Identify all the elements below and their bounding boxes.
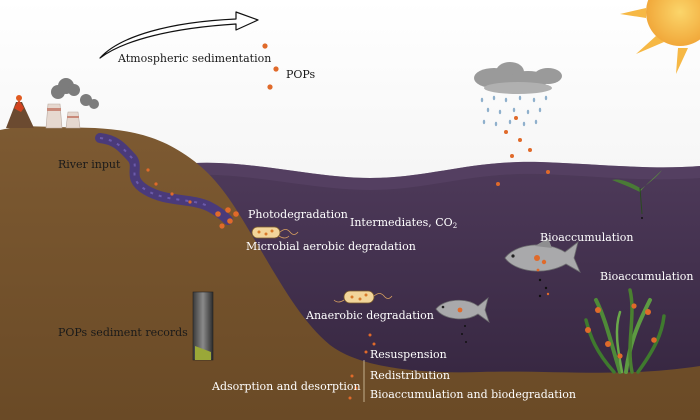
label-adsorption-desorption: Adsorption and desorption	[212, 380, 361, 393]
water-surface	[150, 161, 700, 190]
pop-particles	[146, 43, 550, 400]
seaweed-icon	[584, 288, 666, 374]
arrow-icon	[99, 11, 259, 59]
sun-icon	[620, 0, 700, 74]
label-intermediates-subscript: 2	[452, 222, 458, 230]
label-microbial-aerobic-degradation: Microbial aerobic degradation	[246, 240, 416, 253]
label-bioaccumulation-fish: Bioaccumulation	[540, 231, 634, 244]
cloud-icon	[474, 62, 562, 94]
river-flow	[99, 137, 209, 207]
label-intermediates-text: Intermediates, CO	[350, 216, 453, 229]
label-river-input: River input	[58, 158, 121, 171]
label-redistribution: Redistribution	[370, 369, 450, 382]
label-pops: POPs	[286, 68, 316, 81]
label-anaerobic-degradation: Anaerobic degradation	[306, 309, 434, 322]
label-resuspension: Resuspension	[370, 348, 447, 361]
label-bioaccumulation-plant: Bioaccumulation	[600, 270, 694, 283]
fish-icon-small	[435, 296, 490, 343]
label-photodegradation: Photodegradation	[248, 208, 348, 221]
sediment-core-icon	[192, 291, 214, 361]
rain-icon	[480, 95, 548, 127]
fish-icon	[504, 238, 581, 298]
label-atmospheric-sedimentation: Atmospheric sedimentation	[118, 52, 272, 65]
factory-icon	[45, 103, 81, 129]
smoke-icon	[51, 78, 99, 109]
seaweed-icon-surface	[612, 170, 662, 219]
label-intermediates: Intermediates, CO2	[350, 216, 457, 233]
bacteria-icon	[251, 226, 299, 239]
bacteria-icon-anaerobic	[333, 290, 393, 304]
label-bioaccumulation-biodegradation: Bioaccumulation and biodegradation	[370, 388, 576, 401]
label-pops-sediment-records: POPs sediment records	[58, 326, 188, 339]
volcano-icon	[6, 95, 34, 128]
seaweed-pops	[585, 303, 657, 359]
